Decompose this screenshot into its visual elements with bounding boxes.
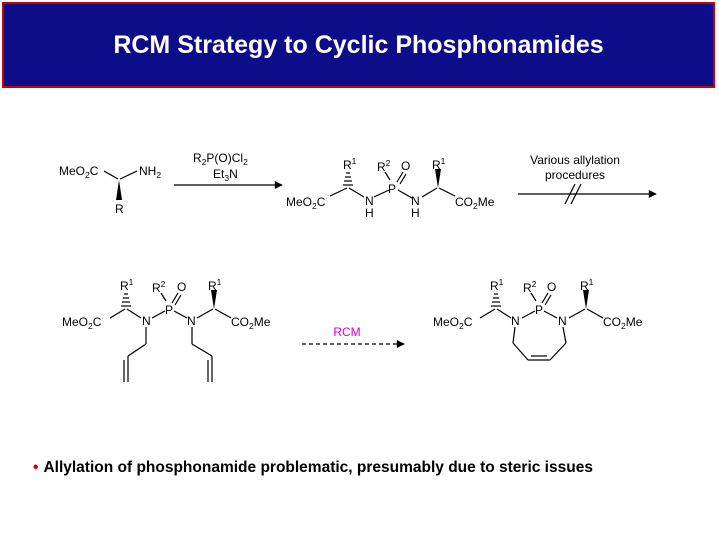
svg-text:MeO2C: MeO2C bbox=[286, 195, 326, 211]
svg-text:N: N bbox=[411, 194, 420, 208]
title-banner: RCM Strategy to Cyclic Phosphonamides bbox=[2, 2, 715, 88]
svg-text:P: P bbox=[165, 303, 173, 317]
amino-ester-structure bbox=[103, 170, 138, 200]
svg-text:R1: R1 bbox=[120, 277, 134, 293]
bullet-point: •Allylation of phosphonamide problematic… bbox=[33, 459, 593, 477]
svg-text:R1: R1 bbox=[208, 277, 222, 293]
svg-text:R2: R2 bbox=[152, 279, 166, 295]
svg-text:P: P bbox=[388, 182, 396, 196]
svg-text:MeO2C: MeO2C bbox=[59, 164, 99, 180]
svg-text:N: N bbox=[511, 314, 520, 328]
phosphonamide-structure bbox=[329, 169, 456, 199]
svg-text:R1: R1 bbox=[343, 156, 357, 172]
svg-text:Et3N: Et3N bbox=[213, 167, 238, 183]
svg-text:MeO2C: MeO2C bbox=[433, 315, 473, 331]
svg-text:N: N bbox=[142, 314, 151, 328]
diallyl-phosphonamide-structure bbox=[109, 290, 232, 382]
svg-text:MeO2C: MeO2C bbox=[62, 315, 102, 331]
svg-text:R1: R1 bbox=[432, 156, 446, 172]
slide-title: RCM Strategy to Cyclic Phosphonamides bbox=[113, 31, 604, 59]
svg-text:O: O bbox=[177, 280, 186, 294]
svg-text:P: P bbox=[535, 303, 543, 317]
allylation-arrow: Various allylation procedures bbox=[518, 153, 657, 205]
svg-text:N: N bbox=[365, 194, 374, 208]
cyclic-phosphonamide-labels: R1 R2 O R1 P N N MeO2C CO2Me bbox=[433, 277, 643, 331]
svg-text:H: H bbox=[411, 206, 420, 220]
svg-text:R: R bbox=[115, 202, 124, 216]
svg-text:R1: R1 bbox=[490, 277, 504, 293]
svg-text:R2: R2 bbox=[523, 279, 537, 295]
svg-text:NH2: NH2 bbox=[139, 164, 161, 180]
cyclic-phosphonamide-structure bbox=[479, 290, 604, 361]
amino-ester-labels: MeO2C NH2 R bbox=[59, 164, 161, 216]
phosphonamide-labels: R1 R2 O R1 P N H N H MeO2C CO2Me bbox=[286, 156, 495, 220]
svg-text:RCM: RCM bbox=[333, 325, 360, 339]
svg-text:R2P(O)Cl2: R2P(O)Cl2 bbox=[193, 151, 248, 167]
svg-text:procedures: procedures bbox=[545, 168, 605, 182]
svg-text:H: H bbox=[365, 206, 374, 220]
svg-text:R2: R2 bbox=[377, 158, 391, 174]
diallyl-phosphonamide-labels: R1 R2 O R1 P N N MeO2C CO2Me bbox=[62, 277, 271, 331]
bullet-text: Allylation of phosphonamide problematic,… bbox=[43, 459, 593, 476]
svg-text:Various allylation: Various allylation bbox=[530, 153, 620, 167]
svg-text:N: N bbox=[187, 314, 196, 328]
svg-text:O: O bbox=[401, 159, 410, 173]
svg-text:O: O bbox=[547, 280, 556, 294]
reagent-arrow: R2P(O)Cl2 Et3N bbox=[174, 151, 283, 189]
rcm-arrow: RCM bbox=[302, 325, 405, 348]
svg-text:CO2Me: CO2Me bbox=[231, 315, 271, 331]
svg-text:R1: R1 bbox=[580, 277, 594, 293]
svg-text:N: N bbox=[558, 314, 567, 328]
bullet-icon: • bbox=[33, 459, 39, 476]
svg-text:CO2Me: CO2Me bbox=[455, 195, 495, 211]
svg-text:CO2Me: CO2Me bbox=[603, 315, 643, 331]
